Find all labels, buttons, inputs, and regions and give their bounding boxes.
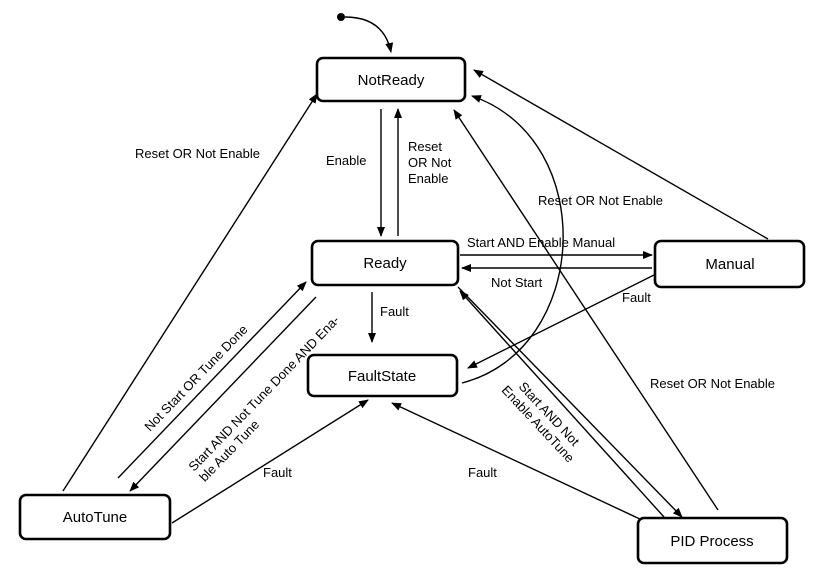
edge-manual-to-notready <box>473 69 769 240</box>
edge-ready-to-pid <box>457 286 683 518</box>
edge-autotune-to-notready <box>62 93 318 492</box>
edge-pid-to-ready <box>459 290 665 518</box>
state-faultstate-label: FaultState <box>348 368 416 385</box>
label-reset-autotune: Reset OR Not Enable <box>135 146 260 161</box>
initial-transition-arrow <box>344 16 394 53</box>
state-notready-label: NotReady <box>358 72 425 89</box>
label-fault-manual: Fault <box>622 290 651 305</box>
state-manual-label: Manual <box>705 256 754 273</box>
state-manual: Manual <box>653 239 806 289</box>
label-reset-manual: Reset OR Not Enable <box>538 193 663 208</box>
state-faultstate: FaultState <box>306 353 459 398</box>
label-fault-autotune: Fault <box>263 465 292 480</box>
label-reset-short-line1: Reset <box>408 139 442 154</box>
initial-state-dot <box>337 13 345 21</box>
edge-faultstate-to-notready <box>461 95 564 384</box>
label-start-manual: Start AND Enable Manual <box>467 235 615 250</box>
state-ready-label: Ready <box>363 255 407 272</box>
state-pid-process: PID Process <box>636 516 789 565</box>
label-fault-ready: Fault <box>380 304 409 319</box>
edge-pid-to-faultstate <box>391 402 643 521</box>
edge-manual-to-faultstate <box>467 273 657 369</box>
label-not-start: Not Start <box>491 275 543 290</box>
label-fault-pid: Fault <box>468 465 497 480</box>
state-autotune: AutoTune <box>18 493 172 541</box>
edge-autotune-to-faultstate <box>171 399 369 524</box>
state-autotune-label: AutoTune <box>63 509 128 526</box>
label-enable: Enable <box>326 153 366 168</box>
label-reset-short-line2: OR Not <box>408 155 452 170</box>
label-reset-short: Reset OR Not Enable <box>408 139 455 186</box>
state-pid-process-label: PID Process <box>670 533 753 550</box>
label-reset-short-line3: Enable <box>408 171 448 186</box>
edge-autotune-to-ready <box>117 281 307 479</box>
state-notready: NotReady <box>315 56 467 103</box>
edge-ready-to-autotune <box>129 296 317 492</box>
label-reset-pid: Reset OR Not Enable <box>650 376 775 391</box>
state-ready: Ready <box>310 239 460 287</box>
edge-pid-to-notready <box>453 109 719 511</box>
